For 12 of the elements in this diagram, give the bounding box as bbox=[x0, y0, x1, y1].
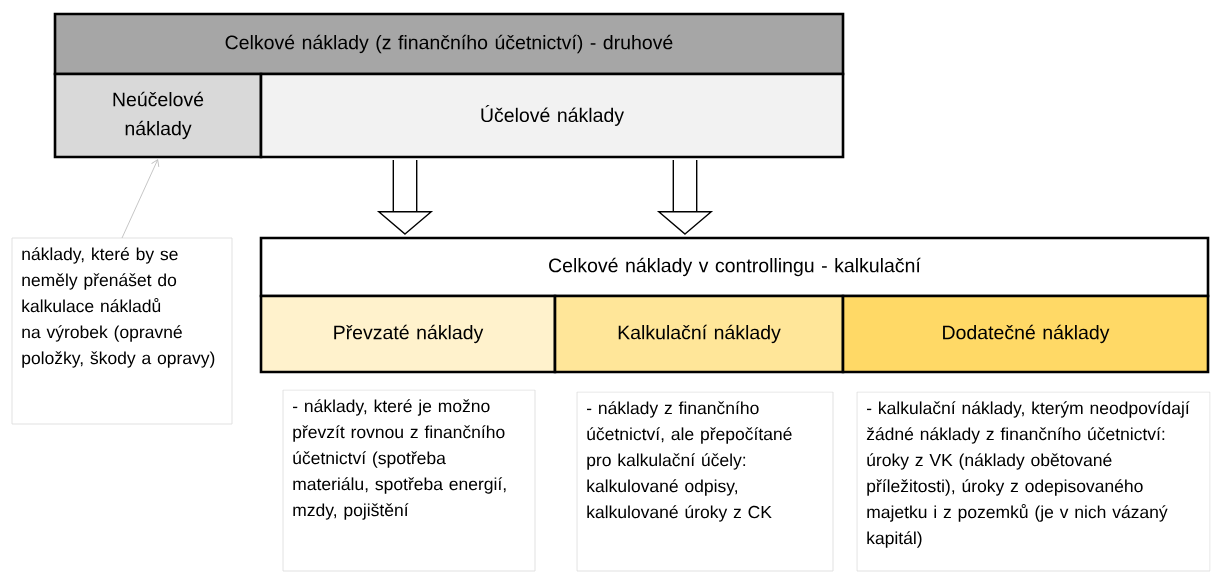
node-label: Neúčelové náklady bbox=[113, 91, 204, 140]
node-label: - náklady z finančního účetnictví, ale přepočítané pro kalkulační účely: kalkulované odpisy, kalkulované úroky z CK bbox=[586, 401, 792, 522]
node-label: Dodatečné náklady bbox=[943, 324, 1110, 344]
node-label: Účelové náklady bbox=[481, 105, 624, 126]
leader-line bbox=[121, 159, 160, 239]
node-label: - kalkulační náklady, kterým neodpovídají žádné náklady z finančního účetnictví: úroky z VK (náklady obětované příležitosti), úroky z odepisovaného majetku i z pozemků (je v nich vázaný kapitál) bbox=[866, 401, 1190, 548]
node-label: Celkové náklady (z finančního účetnictví) - druhové bbox=[225, 34, 673, 54]
node-label: - náklady, které je možno převzít rovnou z finančního účetnictví (spotřeba materiálu, spotřeba energií, mzdy, pojištění bbox=[292, 399, 506, 520]
node-label: Převzaté náklady bbox=[334, 324, 484, 344]
node-label: Kalkulační náklady bbox=[618, 324, 781, 344]
node-label: náklady, které by se neměly přenášet do kalkulace nákladů na výrobek (opravné položky, škody a opravy) bbox=[22, 247, 215, 368]
node-label: Celkové náklady v controllingu - kalkulační bbox=[549, 257, 921, 277]
